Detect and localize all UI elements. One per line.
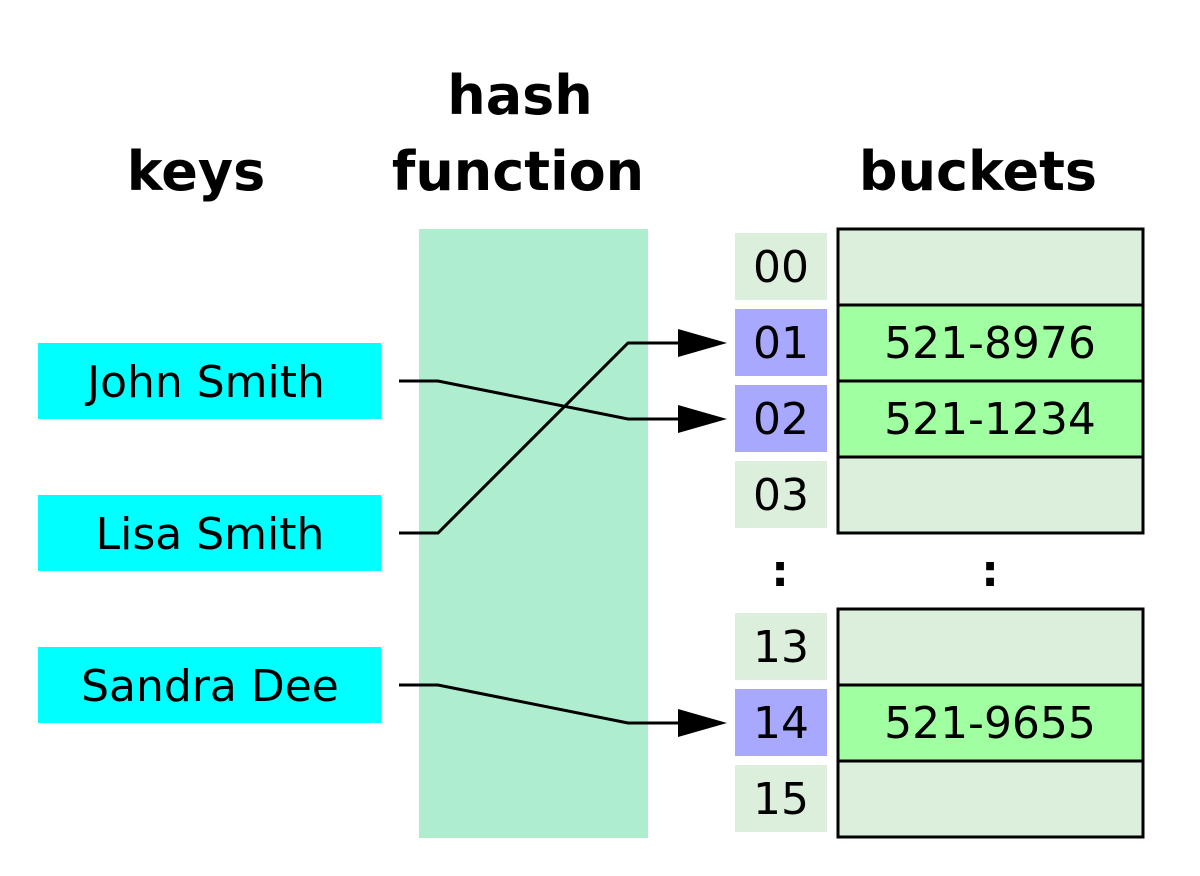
bucket-slot [838, 229, 1143, 305]
bucket-slot [838, 609, 1143, 685]
buckets-heading: buckets [859, 140, 1097, 203]
bucket-slot [838, 305, 1143, 381]
bucket-slot [838, 457, 1143, 533]
bucket-index-cell [735, 233, 827, 300]
arrow-head-icon [678, 405, 727, 433]
bucket-index-cell [735, 385, 827, 452]
bucket-index-cell [735, 689, 827, 756]
bucket-index: 14 [753, 698, 809, 749]
mapping-line-sandra-dee [399, 683, 690, 725]
bucket-index: 01 [753, 318, 809, 369]
bucket-index-cell [735, 765, 827, 832]
bucket-value: 521-9655 [884, 698, 1096, 749]
bucket-index: 00 [753, 242, 809, 293]
mapping-line-john-smith [399, 379, 690, 421]
bucket-ellipsis: : [981, 546, 999, 597]
bucket-index: 02 [753, 394, 809, 445]
bucket-value: 521-1234 [884, 394, 1096, 445]
bucket-slot [838, 381, 1143, 457]
key-box-sandra-dee [38, 647, 381, 723]
hash-function-box [419, 229, 648, 838]
bucket-group-frame [836, 607, 1145, 839]
bucket-index: 13 [753, 622, 809, 673]
arrow-head-icon [678, 709, 727, 737]
index-ellipsis: : [771, 546, 789, 597]
arrow-head-icon [678, 329, 727, 357]
bucket-index: 03 [753, 470, 809, 521]
bucket-index-cell [735, 613, 827, 680]
hash-heading-line2: function [392, 140, 644, 203]
bucket-index: 15 [753, 774, 809, 825]
key-label: Sandra Dee [81, 661, 339, 712]
bucket-index-cell [735, 461, 827, 528]
bucket-value: 521-8976 [884, 318, 1096, 369]
key-label: John Smith [84, 357, 325, 408]
bucket-index-cell [735, 309, 827, 376]
key-box-lisa-smith [38, 495, 381, 571]
bucket-group-frame [836, 227, 1145, 535]
hash-heading-line1: hash [447, 64, 592, 127]
bucket-slot [838, 761, 1143, 837]
key-label: Lisa Smith [96, 509, 325, 560]
key-box-john-smith [38, 343, 381, 419]
bucket-slot [838, 685, 1143, 761]
mapping-line-lisa-smith [399, 341, 690, 535]
keys-heading: keys [127, 140, 265, 203]
